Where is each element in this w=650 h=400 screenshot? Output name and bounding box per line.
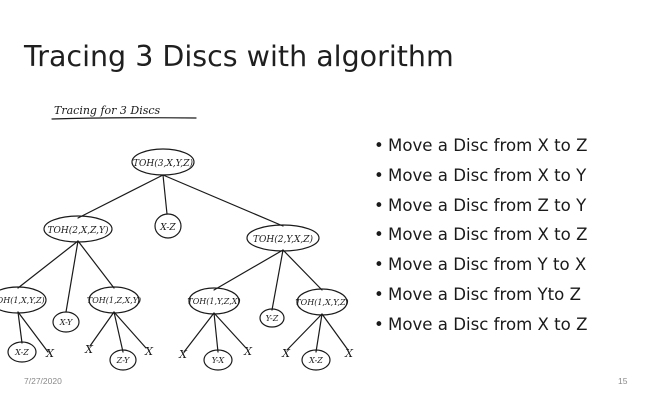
node-rm-label: Y-Z <box>266 314 279 323</box>
leaf-ll-move-label: X-Z <box>14 348 29 357</box>
cross-mark: X <box>344 347 354 360</box>
list-item-text: Move a Disc from X to Y <box>388 165 587 185</box>
node-root <box>131 148 195 176</box>
bullet-dot: • <box>374 136 384 155</box>
list-item-text: Move a Disc from Z to Y <box>388 195 587 215</box>
list-item-text: Move a Disc from X to Z <box>388 314 588 334</box>
footer-date: 7/27/2020 <box>24 376 62 386</box>
leaf-lr-move <box>109 349 137 371</box>
list-item: •Move a Disc from X to Z <box>372 223 587 253</box>
node-lm-label: X-Y <box>59 318 73 327</box>
node-left <box>43 215 113 243</box>
diagram-heading: Tracing for 3 Discs <box>54 104 161 117</box>
node-lr <box>88 286 140 314</box>
node-rl <box>188 287 240 315</box>
bullet-dot: • <box>374 195 384 215</box>
leaf-ll-move <box>7 341 37 363</box>
node-right <box>246 224 320 252</box>
leaf-rl-move-label: Y-X <box>212 356 225 365</box>
bullet-dot: • <box>374 314 384 334</box>
node-middle-label: X-Z <box>159 223 176 233</box>
list-item: •Move a Disc from X to Y <box>372 164 587 194</box>
move-list: •Move a Disc from X to Z •Move a Disc fr… <box>372 134 587 343</box>
cross-mark: X <box>84 343 94 356</box>
list-item: •Move a Disc from Z to Y <box>372 194 587 224</box>
node-ll <box>0 286 47 314</box>
recursion-tree-diagram: Tracing for 3 Discs <box>0 98 360 376</box>
node-rr <box>296 288 348 316</box>
list-item: •Move a Disc from X to Z <box>372 313 587 343</box>
node-lr-label: TOH(1,Z,X,Y) <box>87 296 141 305</box>
node-ll-label: TOH(1,X,Y,Z) <box>0 296 45 305</box>
leaf-rr-move-label: X-Z <box>308 356 323 365</box>
node-left-label: TOH(2,X,Z,Y) <box>47 225 108 236</box>
list-item: •Move a Disc from Y to X <box>372 253 587 283</box>
cross-mark: X <box>178 348 188 361</box>
node-rm <box>259 308 285 328</box>
list-item-text: Move a Disc from Y to X <box>388 255 587 275</box>
bullet-dot: • <box>374 255 384 275</box>
leaf-lr-move-label: Z-Y <box>116 356 130 365</box>
list-item-text: Move a Disc from Yto Z <box>388 284 581 304</box>
node-lm <box>52 311 80 333</box>
page-number: 15 <box>618 376 628 386</box>
list-item-text: Move a Disc from X to Z <box>388 136 588 155</box>
cross-mark: X <box>45 347 55 360</box>
cross-mark: X <box>243 345 253 358</box>
tree-edges <box>17 174 349 353</box>
bullet-dot: • <box>374 165 384 185</box>
node-middle <box>154 213 182 239</box>
bullet-dot: • <box>374 225 384 245</box>
bullet-dot: • <box>374 284 384 304</box>
node-root-label: TOH(3,X,Y,Z) <box>133 158 193 169</box>
heading-underline <box>51 117 197 120</box>
list-item: •Move a Disc from Yto Z <box>372 283 587 313</box>
node-rr-label: TOH(1,X,Y,Z) <box>295 298 348 307</box>
leaf-rr-move <box>301 349 331 371</box>
slide-title: Tracing 3 Discs with algorithm <box>24 40 454 73</box>
list-item-text: Move a Disc from X to Z <box>388 225 588 245</box>
cross-mark: X <box>144 345 154 358</box>
node-right-label: TOH(2,Y,X,Z) <box>253 234 313 245</box>
node-rl-label: TOH(1,Y,Z,X) <box>187 297 240 306</box>
leaf-rl-move <box>203 349 233 371</box>
cross-mark: X <box>281 347 291 360</box>
list-item: •Move a Disc from X to Z <box>372 134 587 164</box>
